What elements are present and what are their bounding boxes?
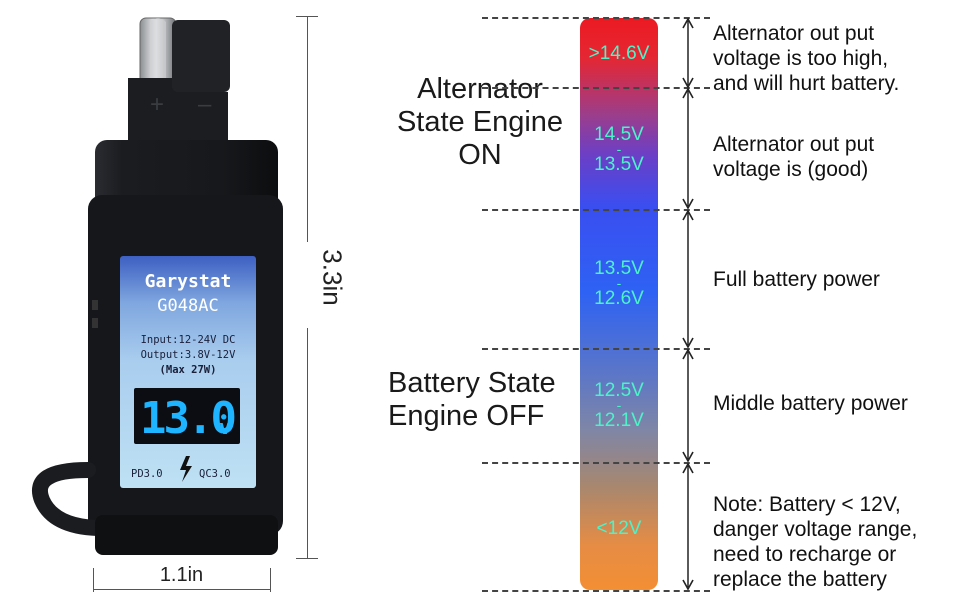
lightning-icon [180,456,192,482]
separator-13-5v [482,209,710,211]
range-3-description: Full battery power [713,267,880,292]
range-4-voltage-sep: - [616,397,622,413]
range-2-description-line-1: Alternator out put [713,133,875,156]
separator-top [482,17,710,19]
usb-charger-device: + – Garystat G048AC Input:12-24V DC Outp… [32,17,283,555]
device-spec-output: Output:3.8V-12V [141,349,237,361]
voltmeter-display [134,388,240,444]
range-1-voltage: >14.6V [580,43,658,64]
separator-14-6v [482,87,710,89]
sae-connector: + – [128,17,230,150]
range-3-voltage-top: 13.5V [594,258,644,279]
plus-icon: + [150,91,164,118]
range-3-voltage-sep: - [616,275,622,291]
device-model: G048AC [157,296,218,316]
voltmeter-unit: v [219,415,231,439]
range-5-description-line-1: Note: Battery < 12V, [713,493,901,516]
range-1-description-line-3: and will hurt battery. [713,72,900,95]
range-4-voltage: 12.5V - 12.1V [580,380,658,431]
range-1-description: Alternator out put voltage is too high, … [713,21,899,96]
range-2-voltage-bottom: 13.5V [594,154,644,175]
range-4-voltage-bottom: 12.1V [594,410,644,431]
voltage-gradient-bar [580,18,658,590]
port-pd-label: PD3.0 [131,468,163,480]
engine-on-line-3: ON [458,139,502,171]
height-dimension-line-upper [307,16,308,242]
width-dimension-right-tick [270,568,271,592]
separator-12v [482,462,710,464]
range-4-arrow-icon [682,349,694,462]
engine-on-line-2: State Engine [396,106,564,138]
range-2-voltage-sep: - [616,141,622,157]
range-3-voltage-bottom: 12.6V [594,288,644,309]
range-3-arrow-icon [682,210,694,348]
width-dimension-left-tick [93,568,94,592]
height-dimension-bottom-tick [296,558,318,559]
range-1-arrow-icon [682,18,694,88]
engine-off-line-2: Engine OFF [388,400,545,432]
range-2-voltage: 14.5V - 13.5V [580,124,658,175]
range-1-description-line-1: Alternator out put [713,22,875,45]
range-4-description-line-1: Middle battery power [713,392,908,415]
width-dimension-label: 1.1in [159,564,204,586]
range-4-description: Middle battery power [713,391,908,416]
range-2-description-line-2: voltage is (good) [713,158,869,181]
separator-12-5v [482,348,710,350]
height-dimension-label: 3.3in [317,249,348,306]
range-5-description-line-3: need to recharge or [713,543,897,566]
range-5-description-line-2: danger voltage range, [713,518,918,541]
range-5-voltage: <12V [580,518,658,539]
range-5-description-line-4: replace the battery [713,568,887,591]
height-dimension-line-lower [307,328,308,558]
range-3-voltage: 13.5V - 12.6V [580,258,658,309]
range-1-description-line-2: voltage is too high, [713,47,889,70]
range-3-description-line-1: Full battery power [713,268,880,291]
range-2-description: Alternator out put voltage is (good) [713,132,874,182]
engine-off-line-1: Battery State [388,367,556,399]
range-5-voltage-value: <12V [596,518,642,539]
device-brand: Garystat [145,271,232,292]
range-5-arrow-icon [682,463,694,590]
minus-icon: – [198,91,212,118]
device-spec-input: Input:12-24V DC [141,334,236,346]
range-1-voltage-value: >14.6V [588,43,650,64]
range-5-description: Note: Battery < 12V, danger voltage rang… [713,492,917,592]
voltmeter-reading: 13.0 [140,393,234,444]
device-spec-max: (Max 27W) [160,364,217,376]
range-4-voltage-top: 12.5V [594,380,644,401]
engine-on-state-label: Alternator State Engine ON [385,73,575,172]
engine-off-state-label: Battery State Engine OFF [388,367,578,433]
engine-on-line-1: Alternator [417,73,543,105]
port-qc-label: QC3.0 [199,468,231,480]
separator-bottom [482,590,710,592]
range-2-voltage-top: 14.5V [594,124,644,145]
range-2-arrow-icon [682,88,694,209]
width-dimension-line [93,589,270,590]
dust-cap-strap [32,462,118,537]
